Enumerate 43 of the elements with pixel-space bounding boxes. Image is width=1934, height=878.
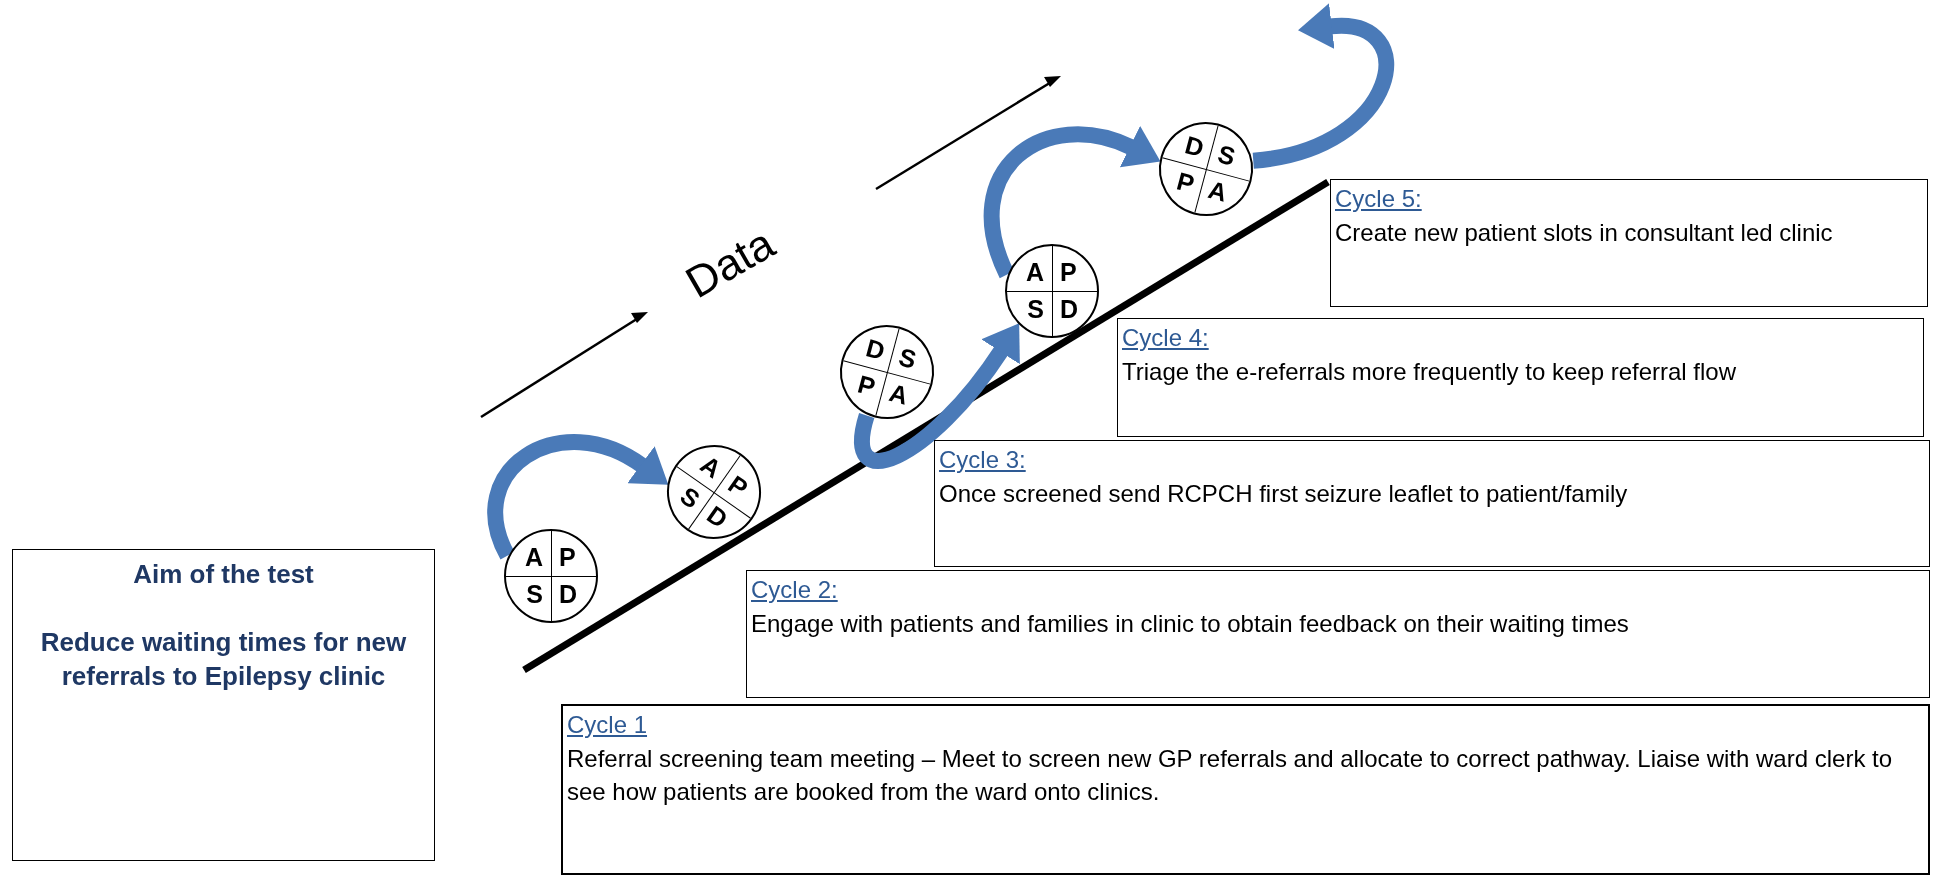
pdsa-letter: S [1027,297,1044,322]
curved-arrow [984,125,1162,278]
pdsa-circle [1005,244,1099,338]
cycle-description: Create new patient slots in consultant led clinic [1335,217,1834,248]
pdsa-letter: A [886,379,911,409]
cycle-description: Triage the e-referrals more frequently to keep referral flow [1122,356,1738,387]
pdsa-letter: A [1205,176,1230,206]
cycle-box [934,440,1930,567]
pdsa-letter: D [863,335,888,365]
cycle-box [1330,179,1928,307]
pdsa-letter: P [855,371,878,400]
pdsa-letter: D [1060,297,1079,322]
pdsa-letter: D [702,501,732,533]
data-label: Data [677,218,783,308]
cycle-box [561,704,1930,875]
pdsa-letter: S [1215,141,1238,170]
cycle-description: Referral screening team meeting – Meet to screen new GP referrals and allocate to correct pathway. Liaise with ward clerk to see how patients are booked from the ward onto clinics. [567,743,1894,808]
pdsa-letter: D [559,582,578,607]
curved-arrow [1252,3,1394,169]
pdsa-letter: A [696,451,726,483]
cycle-heading: Cycle 2: [751,575,838,605]
pdsa-letter: P [559,545,576,570]
cycle-description: Engage with patients and families in clinic to obtain feedback on their waiting times [751,608,1630,639]
pdsa-letter: S [526,582,543,607]
cycle-heading: Cycle 5: [1335,184,1422,214]
pdsa-letter: P [1174,168,1197,197]
pdsa-letter: P [1060,260,1077,285]
pdsa-letter: A [1025,260,1044,285]
pdsa-letter: D [1182,132,1207,162]
cycle-description: Once screened send RCPCH first seizure leaflet to patient/family [939,478,1629,509]
cycle-heading: Cycle 1 [567,710,648,740]
aim-box [12,549,435,861]
pdsa-letter: A [524,545,543,570]
aim-text: Reduce waiting times for new referrals to Epilepsy clinic [39,625,408,693]
pdsa-letter: S [676,482,704,513]
cycle-box [1117,318,1924,437]
cycle-heading: Cycle 4: [1122,323,1209,353]
cycle-box [746,570,1930,698]
cycle-heading: Cycle 3: [939,445,1026,475]
curved-arrow [854,323,1021,469]
pdsa-letter: P [724,471,752,502]
pdsa-letter: S [896,344,919,373]
aim-heading: Aim of the test [133,558,314,591]
